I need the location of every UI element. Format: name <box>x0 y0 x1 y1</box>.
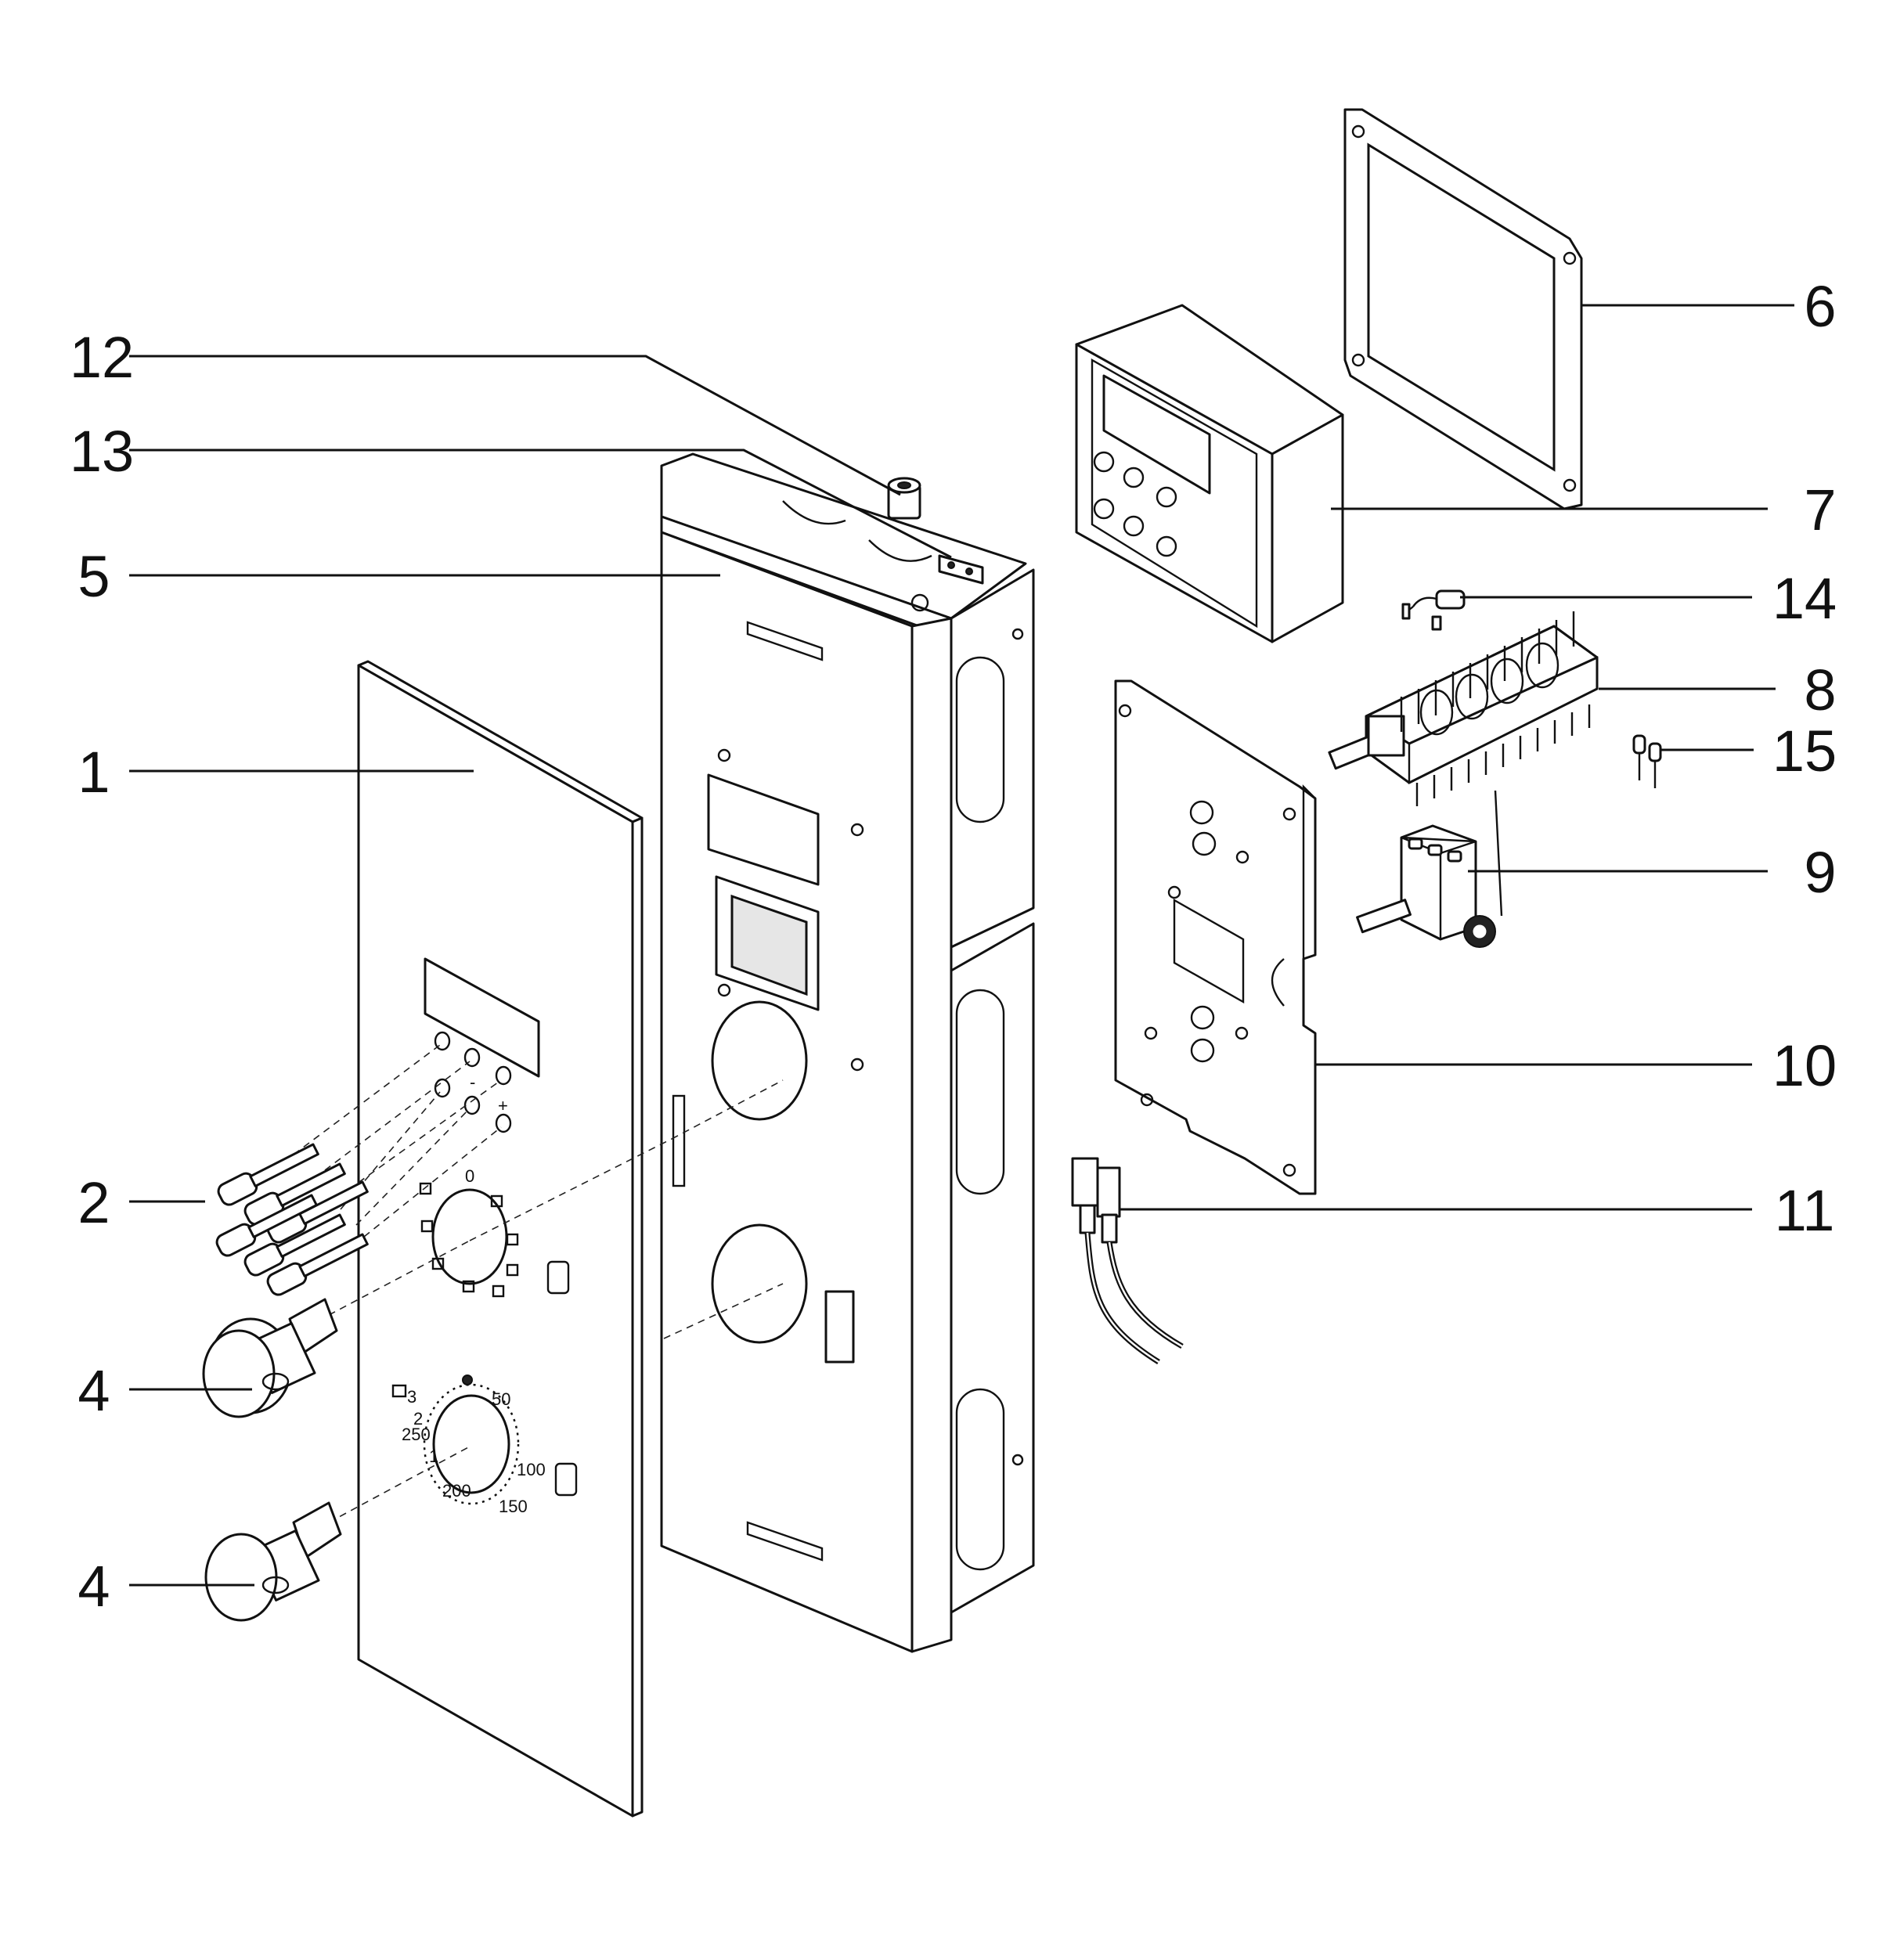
callout-11: 11 <box>1775 1178 1835 1243</box>
part-14-connector <box>1401 589 1466 631</box>
part-7-display-module <box>1075 304 1344 643</box>
dial-250-label: 250 <box>402 1425 431 1444</box>
part-9-thermostat <box>1356 790 1503 948</box>
callout-2: 2 <box>78 1170 110 1235</box>
callout-8: 8 <box>1804 658 1836 722</box>
dial-1-label: 1 <box>429 1447 438 1466</box>
callout-7: 7 <box>1804 477 1836 542</box>
callout-4-lower: 4 <box>78 1554 110 1619</box>
temperature-dial-ring: 50 100 150 200 250 3 2 1 <box>391 1375 578 1516</box>
part-13-clip <box>938 554 984 585</box>
callout-14: 14 <box>1772 566 1837 631</box>
part-4-knob-upper <box>202 1298 338 1418</box>
part-4-knob-lower <box>204 1501 342 1622</box>
leader-lines <box>129 304 1794 1587</box>
function-selector-ring: 0 <box>419 1166 570 1298</box>
dial-200-label: 200 <box>442 1481 471 1501</box>
callout-4-upper: 4 <box>78 1358 110 1423</box>
dial-50-label: 50 <box>492 1389 510 1409</box>
dial-3-label: 3 <box>407 1387 416 1407</box>
part-12-spacer <box>887 477 921 520</box>
callout-10: 10 <box>1772 1033 1837 1098</box>
part-10-mounting-plate <box>1114 679 1317 1195</box>
callout-15: 15 <box>1772 719 1837 784</box>
callout-5: 5 <box>78 544 110 609</box>
dial-150-label: 150 <box>499 1497 528 1516</box>
callout-13: 13 <box>70 419 134 484</box>
callout-9: 9 <box>1804 840 1836 905</box>
part-15-terminal <box>1632 734 1662 788</box>
alignment-lines <box>293 1044 784 1523</box>
part-2-push-buttons <box>215 1143 369 1296</box>
panel-button-holes <box>434 1031 512 1133</box>
minus-label: - <box>470 1072 475 1092</box>
part-1-front-fascia: + - 0 50 100 150 200 250 3 2 <box>357 660 644 1818</box>
part-6-frame <box>1343 108 1583 510</box>
part-11-wire-connector <box>1071 1157 1184 1364</box>
callout-6: 6 <box>1804 274 1836 339</box>
callout-1: 1 <box>78 740 110 805</box>
part-5-panel-housing <box>660 452 1035 1653</box>
plus-label: + <box>498 1096 508 1115</box>
callout-12: 12 <box>70 325 134 390</box>
dial-2-label: 2 <box>413 1409 423 1429</box>
leader-12 <box>129 355 901 496</box>
part-8-selector-switch <box>1328 611 1599 806</box>
switch-contact-tabs <box>1400 611 1591 806</box>
dial-zero-label: 0 <box>465 1166 474 1186</box>
callout-labels: 1 2 4 4 5 12 13 6 7 14 8 15 9 10 11 <box>70 274 1837 1619</box>
leader-13 <box>129 449 952 559</box>
dial-100-label: 100 <box>517 1460 546 1479</box>
